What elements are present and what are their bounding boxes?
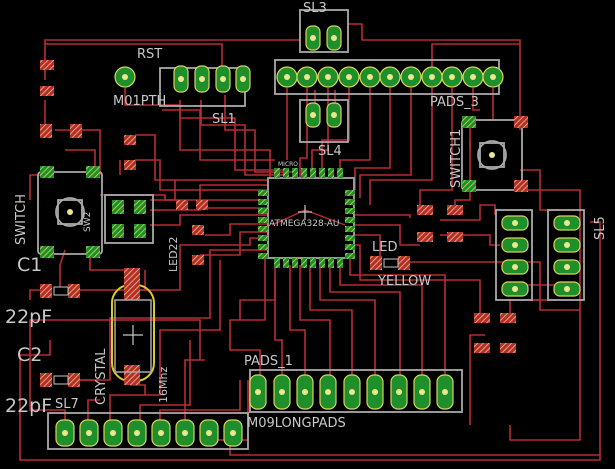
label-sl5: SL5 <box>593 216 608 240</box>
label-switch: SWITCH <box>14 194 29 245</box>
drill-holes <box>62 35 570 436</box>
label-22pf-1: 22pF <box>5 306 53 328</box>
label-switch1: SWITCH1 <box>449 128 464 188</box>
label-micro: MICRO <box>278 161 299 168</box>
label-yellow: YELLOW <box>378 274 432 289</box>
label-sw2: SW2 <box>83 211 93 232</box>
label-c2: C2 <box>17 344 43 366</box>
label-rst: RST <box>137 47 163 62</box>
label-m09longpads: M09LONGPADS <box>247 416 346 431</box>
label-atmega: ATMEGA328-AU <box>269 219 340 229</box>
crosshair-icon <box>298 205 312 220</box>
label-sl4: SL4 <box>318 144 342 159</box>
label-16mhz: 16Mhz <box>157 366 170 403</box>
label-pads-3: PADS_3 <box>430 95 479 110</box>
label-m01pth: M01PTH <box>113 94 167 109</box>
smd-pads <box>40 60 528 387</box>
label-pads-1: PADS_1 <box>244 354 293 369</box>
mcu-pads <box>258 168 355 268</box>
label-led: LED <box>372 240 398 255</box>
label-crystal: CRYSTAL <box>94 348 109 405</box>
label-led22: LED22 <box>167 236 180 272</box>
label-22pf-2: 22pF <box>5 395 53 417</box>
label-sl3: SL3 <box>303 1 327 16</box>
label-c1: C1 <box>17 254 43 276</box>
crystal <box>111 268 155 385</box>
label-sl1: SL1 <box>212 112 236 127</box>
label-sl7: SL7 <box>55 397 79 412</box>
outlines <box>37 9 585 450</box>
